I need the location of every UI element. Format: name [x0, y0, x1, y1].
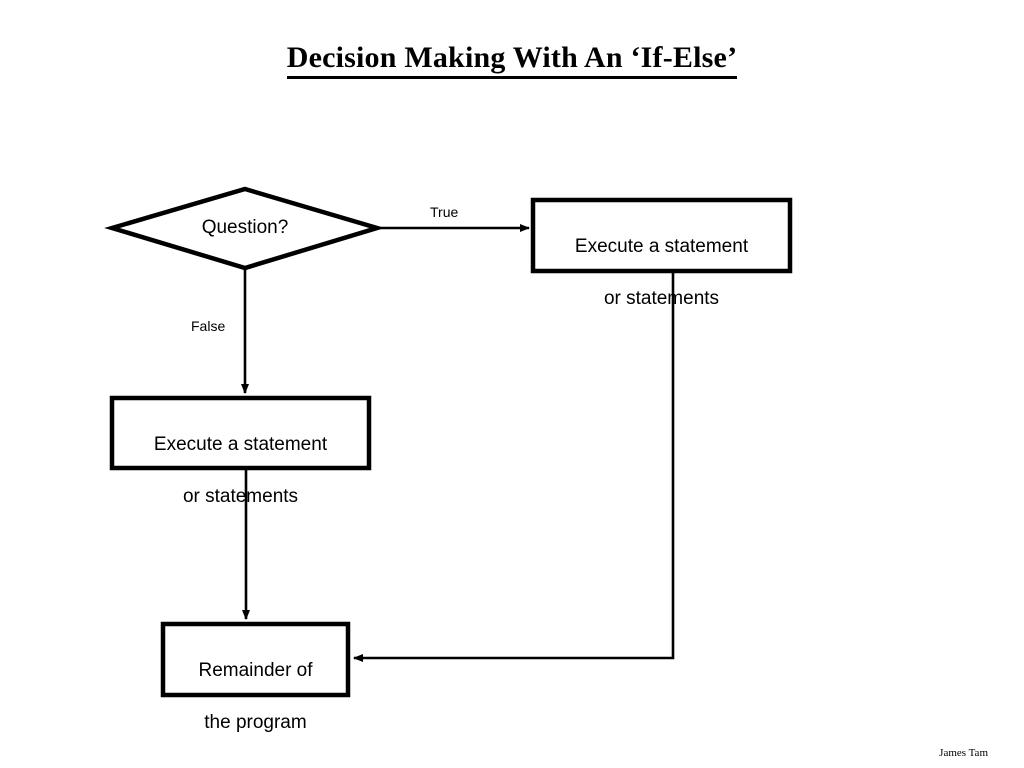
true-branch-box-label: Execute a statement or statements [535, 208, 788, 338]
slide-footer-author: James Tam [939, 747, 988, 759]
true-branch-box-label-line1: Execute a statement [574, 236, 749, 257]
remainder-box-label: Remainder of the program [165, 632, 346, 762]
page-title: Decision Making With An ‘If-Else’ [0, 40, 1024, 79]
true-branch-box-shape [530, 197, 793, 274]
false-branch-box-label-line1: Execute a statement [153, 434, 328, 455]
remainder-box-label-line1: Remainder of [198, 660, 313, 681]
remainder-box-shape [160, 621, 351, 698]
edge-label-true: True [430, 204, 459, 220]
false-branch-box-shape [109, 395, 372, 471]
false-branch-box-label: Execute a statement or statements [114, 406, 367, 536]
page-title-text: Decision Making With An ‘If-Else’ [286, 41, 738, 79]
edge-label-false: False [191, 318, 226, 334]
remainder-box-label-line2: the program [204, 712, 307, 733]
decision-diamond-label: Question? [201, 217, 289, 238]
false-branch-box-label-line2: or statements [182, 486, 299, 507]
edge-true-to-remainder-arrow [353, 273, 675, 662]
true-branch-box-label-line2: or statements [603, 288, 720, 309]
